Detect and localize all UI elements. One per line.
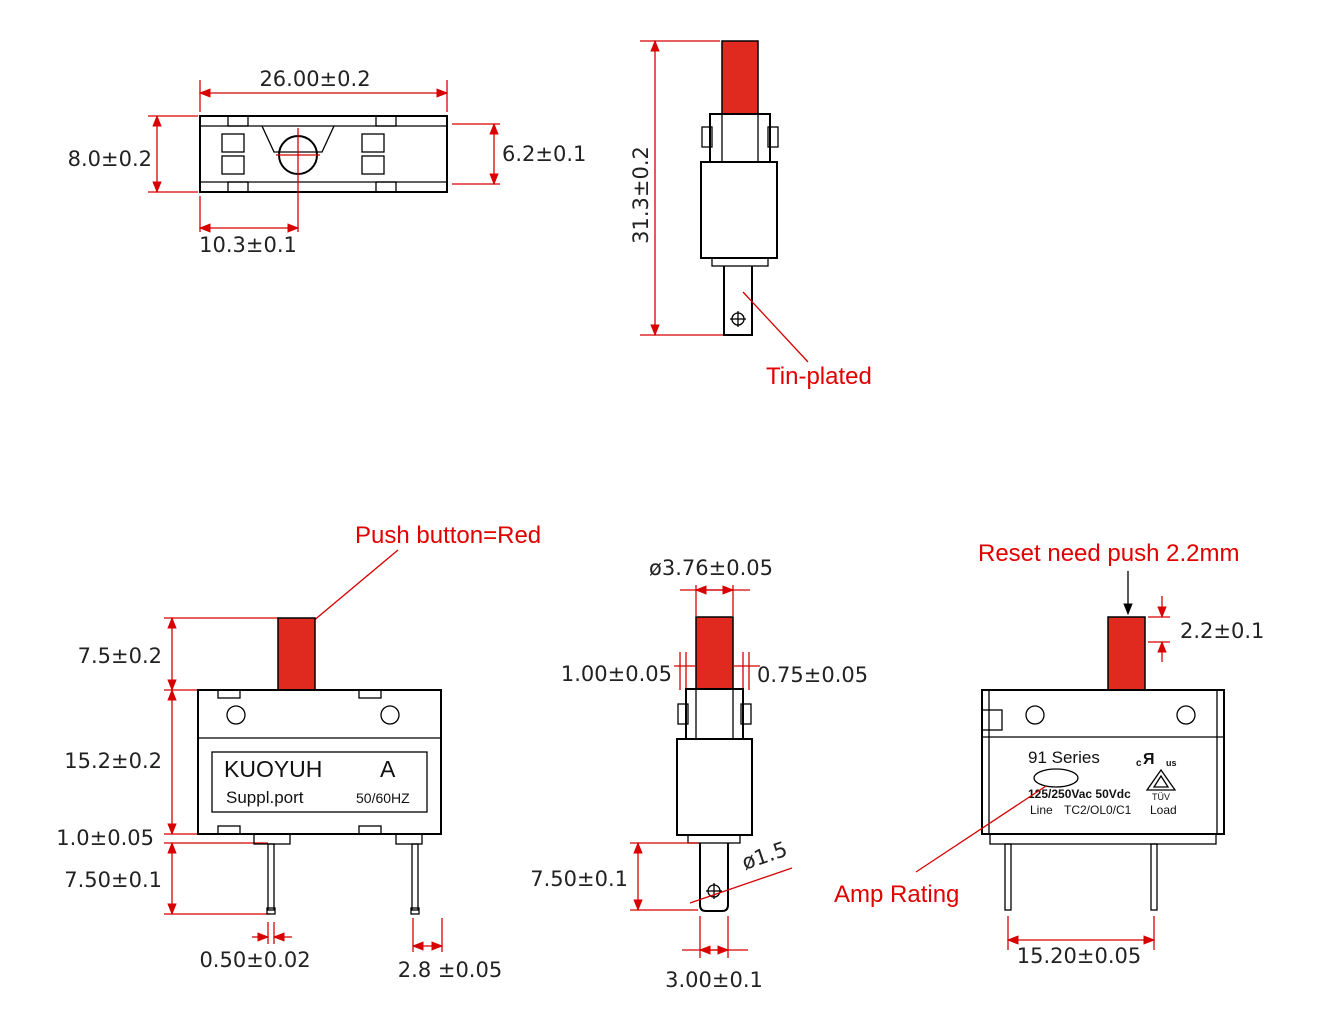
top-offset-dim: 10.3±0.1 bbox=[199, 233, 297, 257]
callout-reset: Reset need push 2.2mm bbox=[978, 540, 1239, 567]
rear-ul-us: us bbox=[1166, 758, 1177, 768]
front-base-gap-dim: 1.0±0.05 bbox=[56, 826, 154, 850]
label-rating: A bbox=[380, 756, 396, 782]
side-view-top: 31.3±0.2 Tin-plated bbox=[629, 39, 872, 390]
push-button-side bbox=[695, 616, 734, 690]
side-view-bottom: ø3.76±0.05 1.00±0.05 0.75±0.05 7.50±0.1 … bbox=[530, 556, 868, 992]
rear-travel-dim: 2.2±0.1 bbox=[1180, 619, 1264, 643]
push-button-top bbox=[721, 40, 759, 115]
rear-ul-c: c bbox=[1136, 758, 1142, 769]
push-button-rear bbox=[1107, 616, 1146, 691]
front-pin-length-dim: 7.50±0.1 bbox=[64, 868, 162, 892]
tuv-triangle-icon bbox=[1145, 768, 1177, 791]
rear-load: Load bbox=[1150, 803, 1177, 817]
top-view: 26.00±0.2 8.0±0.2 6.2±0.1 10.3±0.1 bbox=[68, 67, 587, 257]
front-pin-thickness-dim: 0.50±0.02 bbox=[199, 948, 310, 972]
label-brand: KUOYUH bbox=[224, 756, 322, 782]
front-button-height-dim: 7.5±0.2 bbox=[78, 644, 162, 668]
label-sub: Suppl.port bbox=[226, 788, 304, 807]
ul-logo-icon: Я bbox=[1143, 751, 1155, 768]
rear-view: Reset need push 2.2mm 2.2±0.1 91 Series … bbox=[834, 540, 1264, 968]
rear-line: Line bbox=[1030, 803, 1053, 817]
side-total-height-dim: 31.3±0.2 bbox=[629, 146, 653, 244]
side-left-step-dim: 1.00±0.05 bbox=[561, 662, 672, 686]
push-button-front bbox=[277, 617, 316, 691]
callout-amp-rating: Amp Rating bbox=[834, 881, 959, 908]
side-right-step-dim: 0.75±0.05 bbox=[757, 663, 868, 687]
front-body-height-dim: 15.2±0.2 bbox=[64, 749, 162, 773]
top-width-dim: 26.00±0.2 bbox=[259, 67, 370, 91]
top-inner-height-dim: 6.2±0.1 bbox=[502, 142, 586, 166]
amp-rating-oval bbox=[1033, 768, 1079, 788]
rear-pin-spacing-dim: 15.20±0.05 bbox=[1017, 944, 1141, 968]
side-pin-length-dim: 7.50±0.1 bbox=[530, 867, 628, 891]
callout-tin-plated: Tin-plated bbox=[766, 363, 872, 390]
rear-codes: TC2/OL0/C1 bbox=[1064, 803, 1132, 817]
rear-series: 91 Series bbox=[1028, 748, 1100, 767]
rear-voltage: 125/250Vac 50Vdc bbox=[1028, 787, 1131, 801]
rear-tuv: TÜV bbox=[1152, 792, 1170, 802]
front-view: Push button=Red 7.5±0.2 15.2±0.2 1.0±0.0… bbox=[56, 522, 541, 982]
callout-push-button: Push button=Red bbox=[355, 522, 541, 549]
top-height-dim: 8.0±0.2 bbox=[68, 147, 152, 171]
side-pin-width-dim: 3.00±0.1 bbox=[665, 968, 763, 992]
front-pin-width-dim: 2.8 ±0.05 bbox=[398, 958, 502, 982]
label-freq: 50/60HZ bbox=[356, 790, 410, 806]
side-button-diameter-dim: ø3.76±0.05 bbox=[649, 556, 773, 580]
side-hole-dim: ø1.5 bbox=[739, 837, 791, 875]
